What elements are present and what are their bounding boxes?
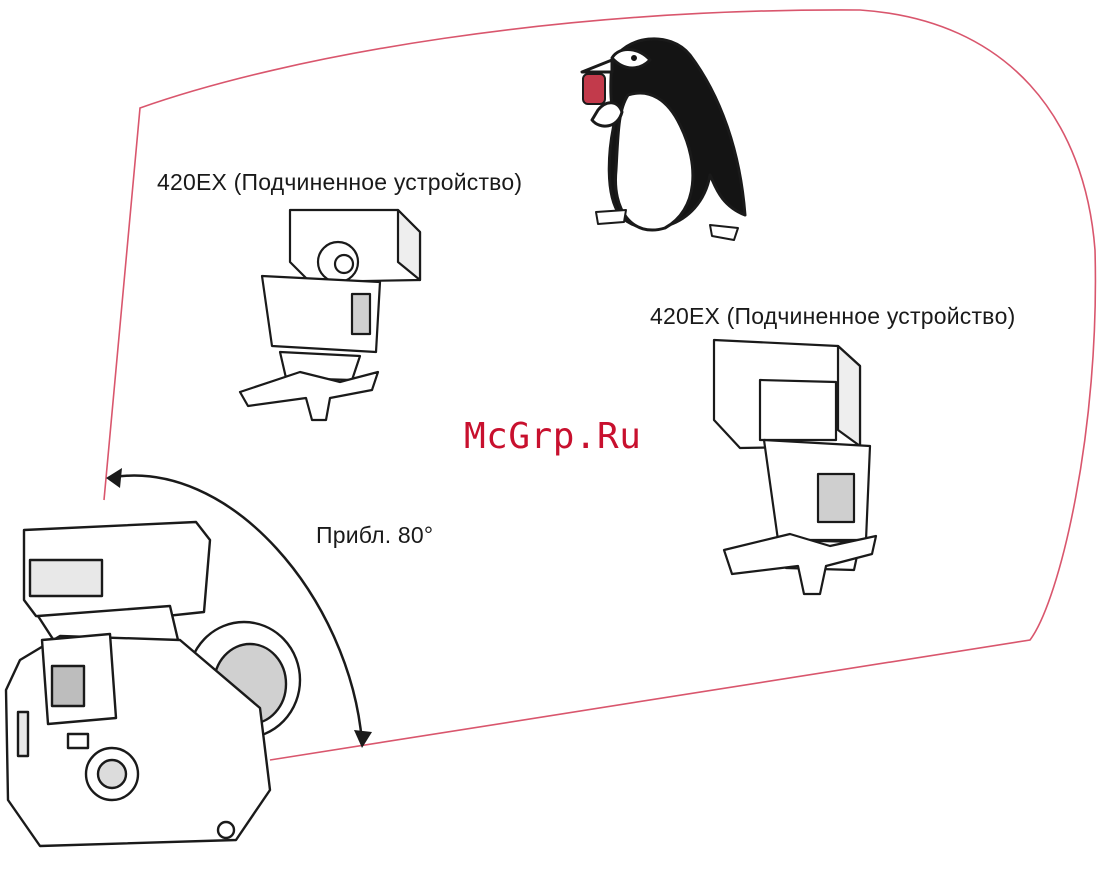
slave-unit-label-lower: 420EX (Подчиненное устройствo) — [650, 303, 1015, 330]
speedlite-420ex-icon — [714, 340, 876, 594]
camera-with-transmitter-icon — [6, 522, 300, 846]
penguin-icon — [582, 39, 745, 240]
angle-label: Прибл. 80° — [316, 522, 433, 549]
speedlite-420ex-icon — [240, 210, 420, 420]
watermark-text: McGrp.Ru — [464, 416, 641, 457]
slave-unit-label-upper: 420EX (Подчиненное устройство) — [157, 169, 522, 196]
